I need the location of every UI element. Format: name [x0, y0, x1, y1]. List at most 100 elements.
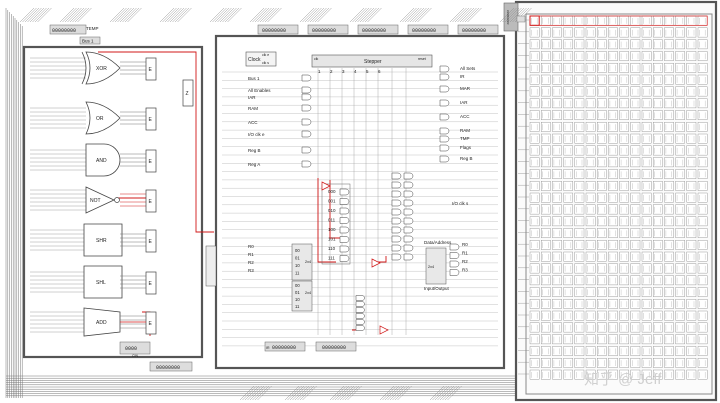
- ram-cell: [686, 334, 697, 345]
- stepper-title: Stepper: [364, 59, 382, 65]
- bus-wire-bottom-diag: [442, 385, 457, 401]
- ram-cell: [608, 228, 618, 238]
- ram-cell: [597, 358, 607, 368]
- ram-cell: [641, 192, 652, 203]
- ram-cell: [641, 110, 652, 120]
- decoder-and-gate: [339, 217, 350, 224]
- ram-cell: [608, 63, 618, 73]
- ram-cell: [529, 86, 540, 97]
- bus-wire-top: [362, 7, 377, 23]
- acc-register: 00000000: [149, 361, 193, 372]
- ram-cell: [697, 263, 708, 274]
- clock-block: Clock clk e clk s: [245, 51, 277, 67]
- control-left-label: I/O clk e: [248, 132, 265, 137]
- ram-cell: [641, 122, 652, 132]
- ram-cell: [675, 110, 685, 120]
- bus-wire-top: [509, 7, 525, 23]
- control-and-gate: [403, 181, 414, 189]
- control-and-gate: [391, 217, 402, 225]
- ram-cell: [675, 192, 685, 203]
- bus-wire-bottom-diag: [429, 385, 445, 401]
- ram-cell: [574, 145, 585, 156]
- ram-cell: [675, 358, 685, 368]
- ram-cell: [697, 39, 708, 50]
- alu-enabler: [145, 311, 157, 335]
- ram-cell: [664, 122, 674, 132]
- bus-wire-top: [512, 7, 527, 23]
- control-left-label: Reg B: [248, 148, 261, 153]
- control-right-label: IR: [460, 74, 465, 79]
- ram-cell: [563, 192, 573, 203]
- ram-cell: [675, 86, 685, 97]
- io-and-gate: [449, 269, 460, 276]
- ram-cell: [563, 169, 573, 179]
- ram-cell: [585, 51, 596, 61]
- ram-cell: [597, 51, 607, 61]
- ram-cell: [664, 39, 674, 50]
- control-and-gate: [403, 172, 414, 180]
- bus-wire-top: [119, 7, 135, 23]
- ram-cell: [529, 346, 540, 356]
- carry-label: CIN: [132, 354, 139, 358]
- decoder-and-gate: [339, 198, 350, 205]
- bus-wire-top: [172, 7, 187, 23]
- ram-cell: [686, 240, 697, 250]
- bus-wire-top: [267, 7, 282, 23]
- ram-cell: [653, 299, 663, 309]
- io-register-label: R0: [462, 242, 468, 247]
- ram-cell: [675, 251, 685, 262]
- ram-cell: [608, 157, 618, 168]
- io-register-decoder: [425, 247, 447, 285]
- bus-wire-bottom-diag: [384, 385, 400, 401]
- bus-wire-top: [34, 7, 50, 23]
- ram-cell: [630, 122, 641, 132]
- r0-register: 00000000: [257, 24, 299, 35]
- io-title-line-2: Input/Output: [424, 286, 450, 291]
- ram-cell: [563, 51, 573, 61]
- ram-cell: [585, 39, 596, 50]
- ram-cell: [686, 74, 697, 85]
- ram-cell: [664, 299, 674, 309]
- bus-wire-bottom-diag: [447, 385, 462, 401]
- ram-cell: [641, 275, 652, 286]
- ram-cell: [675, 310, 685, 321]
- ram-cell: [641, 240, 652, 250]
- ram-cell: [630, 157, 641, 168]
- bus-wire-bottom-diag: [439, 385, 455, 401]
- ram-cell: [541, 310, 551, 321]
- ram-cell: [597, 346, 607, 356]
- ram-cell: [529, 145, 540, 156]
- io-clk-s-label: I/O clk s: [452, 201, 469, 206]
- ram-cell: [585, 334, 596, 345]
- ram-cell: [574, 263, 585, 274]
- ram-cell: [630, 86, 641, 97]
- active-wire: [329, 180, 340, 239]
- ram-cell: [664, 358, 674, 368]
- control-and-gate: [403, 244, 414, 252]
- ram-cell: [585, 322, 596, 333]
- ram-cell: [552, 51, 562, 61]
- ram-cell: [630, 299, 641, 309]
- control-and-gate: [391, 190, 402, 198]
- ram-cell: [686, 181, 697, 191]
- ram-cell: [619, 346, 629, 356]
- bus-wire-top: [67, 7, 82, 23]
- r1-value: 00000000: [312, 28, 336, 34]
- decoder-b-type: 2x4: [305, 291, 311, 295]
- ram-cell: [653, 110, 663, 120]
- mar-register: 00000000: [506, 10, 526, 25]
- ram-cell: [697, 181, 708, 191]
- bus-wire-top: [124, 7, 140, 23]
- alu-gate-and: [85, 143, 121, 177]
- ram-cell: [541, 86, 551, 97]
- ram-cell: [664, 145, 674, 156]
- ram-cell: [574, 369, 585, 380]
- ram-cell: [529, 204, 540, 215]
- ram-cell: [630, 51, 641, 61]
- ram-cell: [675, 181, 685, 191]
- active-wire: [98, 51, 214, 233]
- decoder-and-gate: [339, 245, 350, 253]
- ram-cell: [641, 310, 652, 321]
- control-left-label: ACC: [248, 120, 258, 125]
- ram-cell: [597, 74, 607, 85]
